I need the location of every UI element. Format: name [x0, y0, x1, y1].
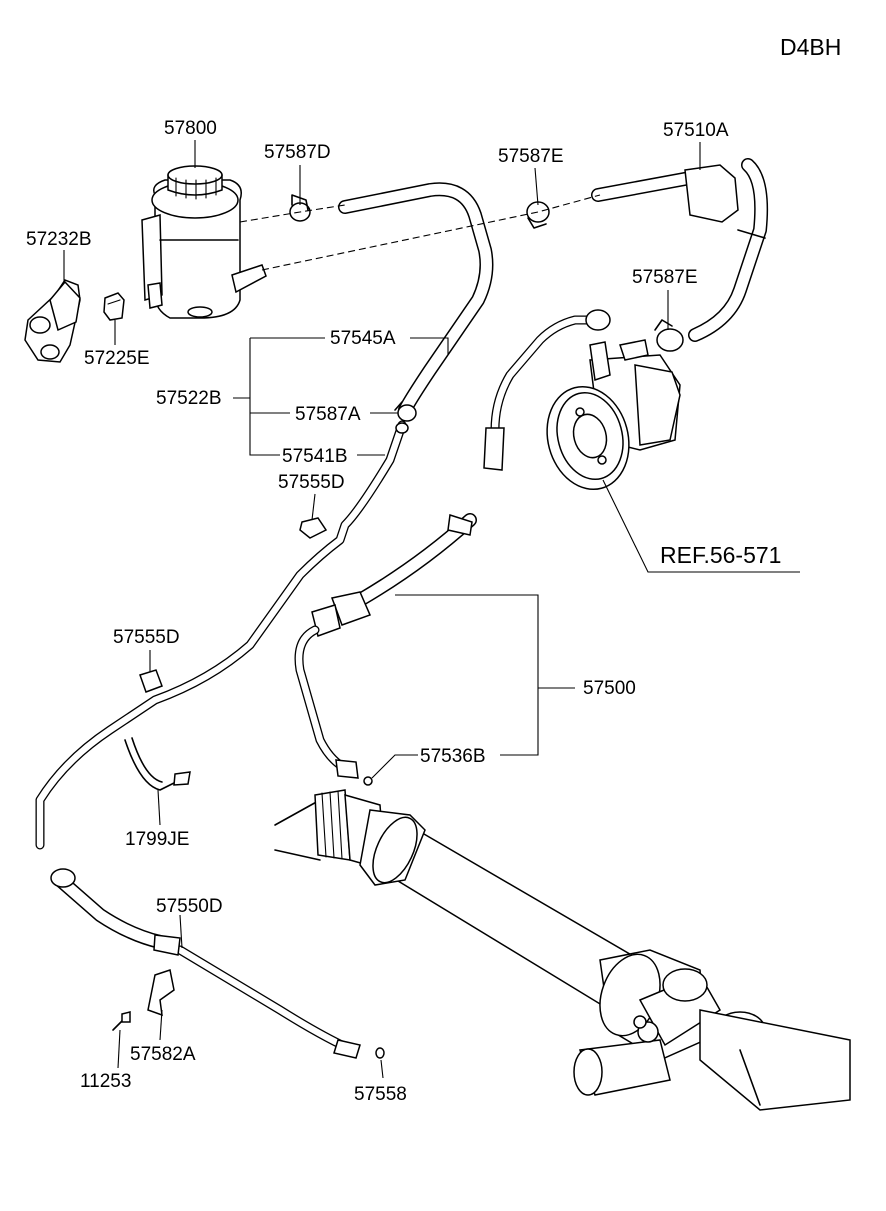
- bolt-11253: [112, 1011, 131, 1031]
- return-tube-57541B: [35, 420, 409, 850]
- label-57558: 57558: [354, 1084, 407, 1105]
- power-steering-pump: [546, 339, 681, 491]
- label-57555D-upper: 57555D: [278, 472, 345, 493]
- label-57500: 57500: [583, 678, 636, 699]
- label-57550D: 57550D: [156, 896, 223, 917]
- label-57522B: 57522B: [156, 388, 222, 409]
- connector-line-reservoir-return: [261, 194, 601, 271]
- suction-hose-57545A: [338, 182, 494, 417]
- label-57545A: 57545A: [330, 328, 396, 349]
- label-57587D: 57587D: [264, 142, 331, 163]
- label-57800: 57800: [164, 118, 217, 139]
- reservoir-57800: [141, 165, 267, 319]
- label-57510A: 57510A: [663, 120, 729, 141]
- return-hose-57510A: [591, 158, 769, 342]
- pressure-hose-57500: [294, 309, 611, 786]
- label-57555D-lower: 57555D: [113, 627, 180, 648]
- return-tube-57550D: [50, 868, 361, 1059]
- label-57536B: 57536B: [420, 746, 486, 767]
- label-57587E-pump: 57587E: [632, 267, 698, 288]
- label-1799JE: 1799JE: [125, 829, 189, 850]
- label-57587E-top: 57587E: [498, 146, 564, 167]
- label-57541B: 57541B: [282, 446, 348, 467]
- label-57232B: 57232B: [26, 229, 92, 250]
- connector-line-reservoir-hose: [239, 204, 346, 223]
- grommet-57225E: [103, 292, 125, 321]
- steering-gear-assembly: [274, 789, 851, 1111]
- clip-57582A: [147, 969, 175, 1017]
- leader-lines: [63, 140, 800, 1079]
- clamp-57587E-pump: [654, 319, 684, 352]
- bracket-57232B: [24, 279, 81, 363]
- grommet-57555D-lower: [139, 669, 163, 693]
- o-ring-57558: [375, 1047, 385, 1059]
- band-1799JE: [124, 737, 191, 791]
- label-ref-56-571: REF.56-571: [660, 542, 781, 568]
- clamp-57587E-top: [526, 201, 550, 229]
- label-57582A: 57582A: [130, 1044, 196, 1065]
- label-57587A: 57587A: [295, 404, 361, 425]
- label-11253: 11253: [80, 1071, 131, 1092]
- diagram-code: D4BH: [780, 34, 841, 60]
- label-57225E: 57225E: [84, 348, 150, 369]
- grommet-57555D-upper: [299, 517, 328, 539]
